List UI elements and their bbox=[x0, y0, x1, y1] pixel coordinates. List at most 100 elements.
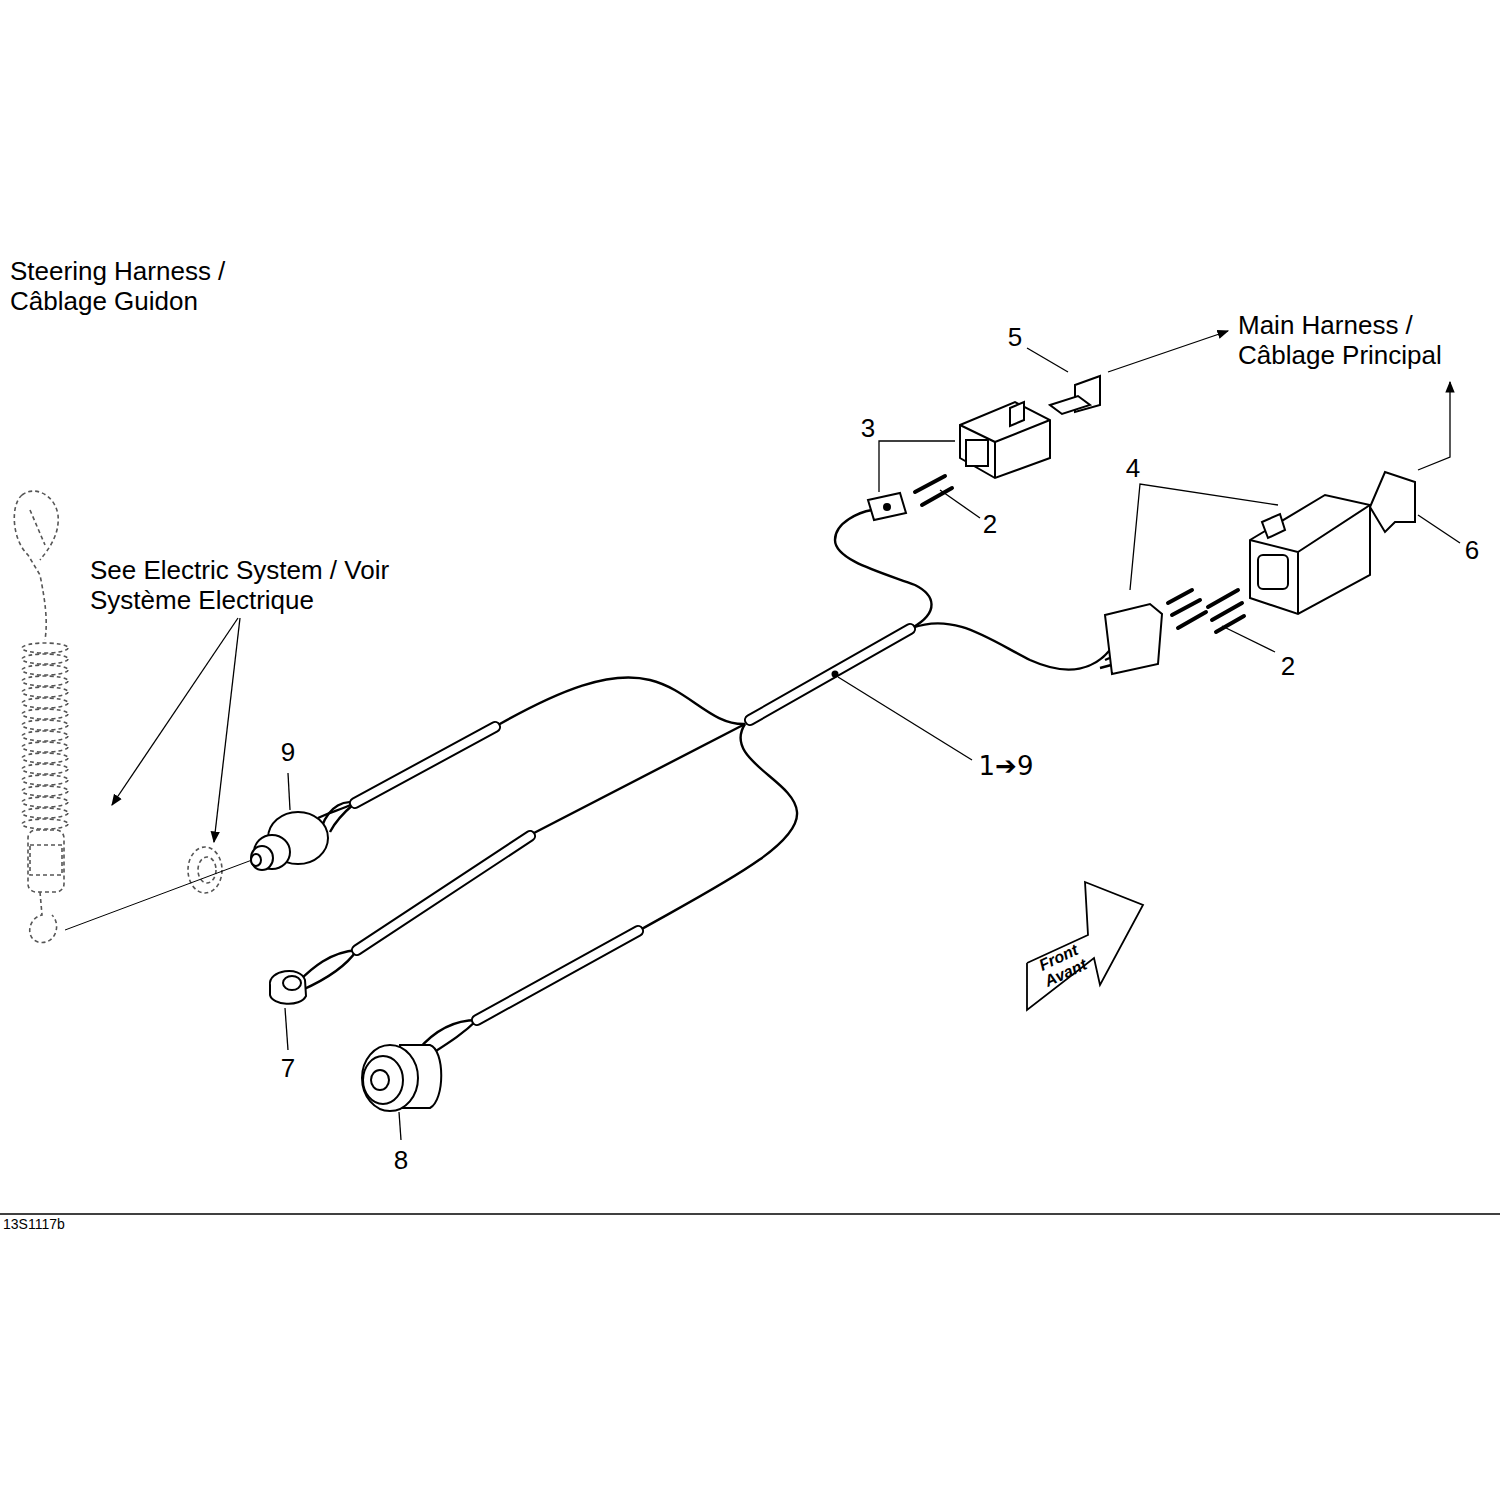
tether-cord bbox=[22, 665, 68, 675]
leader-line bbox=[399, 1112, 401, 1140]
callout-number: 7 bbox=[281, 1053, 295, 1083]
tether-cord bbox=[22, 819, 68, 829]
tether-cord bbox=[22, 676, 68, 686]
leader-line bbox=[285, 1008, 288, 1050]
terminal-pin bbox=[1168, 590, 1192, 603]
wire bbox=[498, 677, 745, 725]
harness-dot bbox=[832, 671, 839, 678]
callout-number: 2 bbox=[1281, 651, 1295, 681]
wire bbox=[532, 724, 745, 834]
callout-range: 1➔9 bbox=[979, 751, 1034, 781]
connector-housing bbox=[1250, 505, 1370, 614]
leader-line bbox=[1222, 626, 1275, 652]
leader-line bbox=[285, 348, 1460, 1140]
wire bbox=[912, 623, 1110, 669]
tether-cord bbox=[22, 764, 68, 774]
tether-cord bbox=[22, 491, 58, 560]
switch-9 bbox=[251, 812, 328, 870]
leader-line bbox=[838, 677, 972, 760]
diagram-title: Steering Harness / Câblage Guidon bbox=[10, 256, 310, 316]
leader-line bbox=[879, 441, 955, 492]
switch-8 bbox=[362, 1045, 418, 1111]
connector-housing bbox=[966, 440, 988, 466]
tether-cord bbox=[22, 775, 68, 785]
tether-cord bbox=[22, 720, 68, 730]
tether-cord bbox=[28, 830, 64, 892]
pointer-arrow bbox=[214, 618, 240, 842]
switch-8 bbox=[363, 1056, 403, 1104]
tether-cord bbox=[22, 643, 68, 653]
switch-8 bbox=[371, 1070, 389, 1090]
switch-9 bbox=[251, 854, 261, 866]
tether-cord bbox=[30, 510, 45, 545]
connector-housing bbox=[1010, 402, 1024, 426]
pointer-arrow bbox=[1418, 382, 1450, 470]
connector-housing bbox=[1105, 472, 1415, 674]
callout-number: 3 bbox=[861, 413, 875, 443]
connector-housing bbox=[960, 402, 1050, 478]
switch-8 bbox=[362, 1045, 441, 1111]
wire bbox=[298, 510, 1130, 1058]
tether-cord bbox=[22, 687, 68, 697]
terminal-pin bbox=[915, 476, 952, 505]
ring-terminal bbox=[270, 971, 306, 1004]
callout-number: 9 bbox=[281, 737, 295, 767]
system-reference: See Electric System / Voir Système Elect… bbox=[90, 555, 435, 615]
harness-sheath bbox=[477, 931, 638, 1020]
harness-sheath bbox=[355, 727, 495, 803]
harness-sheath bbox=[355, 727, 495, 803]
tether-cord bbox=[30, 845, 62, 875]
ring-terminal bbox=[283, 976, 301, 990]
terminal-pin bbox=[1168, 590, 1244, 632]
tether-cord bbox=[22, 698, 68, 708]
harness-sheath bbox=[355, 629, 910, 1020]
harness-reference: Main Harness / Câblage Principal bbox=[1238, 310, 1496, 370]
wire bbox=[835, 510, 932, 628]
callout-number: 6 bbox=[1465, 535, 1479, 565]
tether-cord bbox=[188, 847, 222, 893]
tether-cord bbox=[22, 731, 68, 741]
callout-number: 8 bbox=[394, 1145, 408, 1175]
tether-cord bbox=[22, 643, 68, 829]
terminal-pin bbox=[1172, 600, 1200, 615]
connector-housing bbox=[1105, 604, 1162, 674]
terminal-pin bbox=[922, 488, 952, 505]
leader-line bbox=[288, 773, 290, 810]
tether-cord bbox=[22, 797, 68, 807]
frame-line bbox=[0, 1213, 1500, 1215]
terminal-pin bbox=[1178, 612, 1206, 628]
lock-wedge bbox=[1050, 376, 1100, 414]
tether-cord bbox=[22, 786, 68, 796]
direction-text: Front Avant bbox=[1025, 936, 1099, 995]
tether-cord bbox=[30, 892, 57, 943]
harness-sheath bbox=[357, 836, 530, 950]
harness-sheath bbox=[357, 836, 530, 950]
connector-housing bbox=[1370, 472, 1415, 532]
tether-cord bbox=[22, 753, 68, 763]
arrow-outline bbox=[1027, 882, 1143, 1010]
wire bbox=[302, 950, 357, 990]
callout-number: 2 bbox=[983, 509, 997, 539]
connector-housing bbox=[1262, 514, 1285, 538]
leader-line bbox=[940, 490, 980, 518]
connector-housing bbox=[1258, 555, 1288, 589]
leader-line bbox=[1418, 515, 1460, 543]
lock-wedge bbox=[1050, 396, 1090, 414]
connector-housing bbox=[884, 504, 890, 510]
terminal-pin bbox=[1208, 590, 1238, 607]
tether-cord bbox=[22, 742, 68, 752]
tether-cord bbox=[22, 654, 68, 664]
assembly-line bbox=[65, 860, 252, 930]
ring-terminal bbox=[270, 971, 306, 1004]
leader-line bbox=[1027, 348, 1068, 372]
tether-cord bbox=[22, 709, 68, 719]
arrow-outline bbox=[1015, 878, 1147, 1013]
connector-housing bbox=[868, 493, 906, 520]
figure-code: 13S1117b bbox=[3, 1216, 123, 1232]
tether-cord bbox=[14, 495, 46, 640]
callout-number: 4 bbox=[1126, 453, 1140, 483]
harness-sheath bbox=[477, 931, 638, 1020]
connector-housing bbox=[1250, 495, 1370, 614]
